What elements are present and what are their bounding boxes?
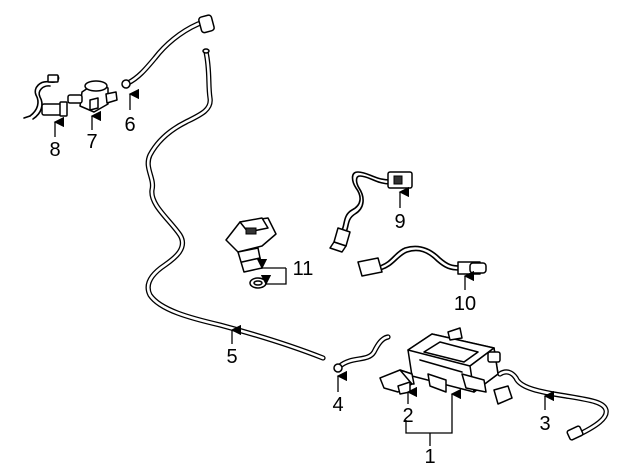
vent-hose-part-5 xyxy=(145,48,326,361)
sensor-part-8 xyxy=(23,74,68,120)
leader-11-lower xyxy=(260,268,287,286)
callout-10: 10 xyxy=(454,293,476,315)
evap-canister-part-1 xyxy=(407,327,501,393)
callout-8: 8 xyxy=(49,139,60,161)
connector-part-2 xyxy=(379,369,415,395)
callout-11: 11 xyxy=(293,258,314,280)
leader-1-bracket xyxy=(405,404,453,434)
callout-1: 1 xyxy=(424,446,435,468)
callout-3: 3 xyxy=(539,413,550,435)
leader-lines xyxy=(53,88,555,446)
callout-2: 2 xyxy=(402,405,413,427)
purge-hose-part-6 xyxy=(121,14,215,89)
callout-5: 5 xyxy=(226,346,237,368)
callout-7: 7 xyxy=(86,131,97,153)
callout-4: 4 xyxy=(332,394,343,416)
callout-6: 6 xyxy=(124,114,135,136)
oxygen-sensor-part-9 xyxy=(329,171,413,253)
map-sensor-part-11 xyxy=(225,217,277,289)
callout-9: 9 xyxy=(394,211,405,233)
short-hose-part-4 xyxy=(333,334,391,373)
purge-valve-part-7 xyxy=(67,80,118,113)
oxygen-sensor-part-10 xyxy=(357,245,487,277)
tube-part-3 xyxy=(493,369,609,441)
